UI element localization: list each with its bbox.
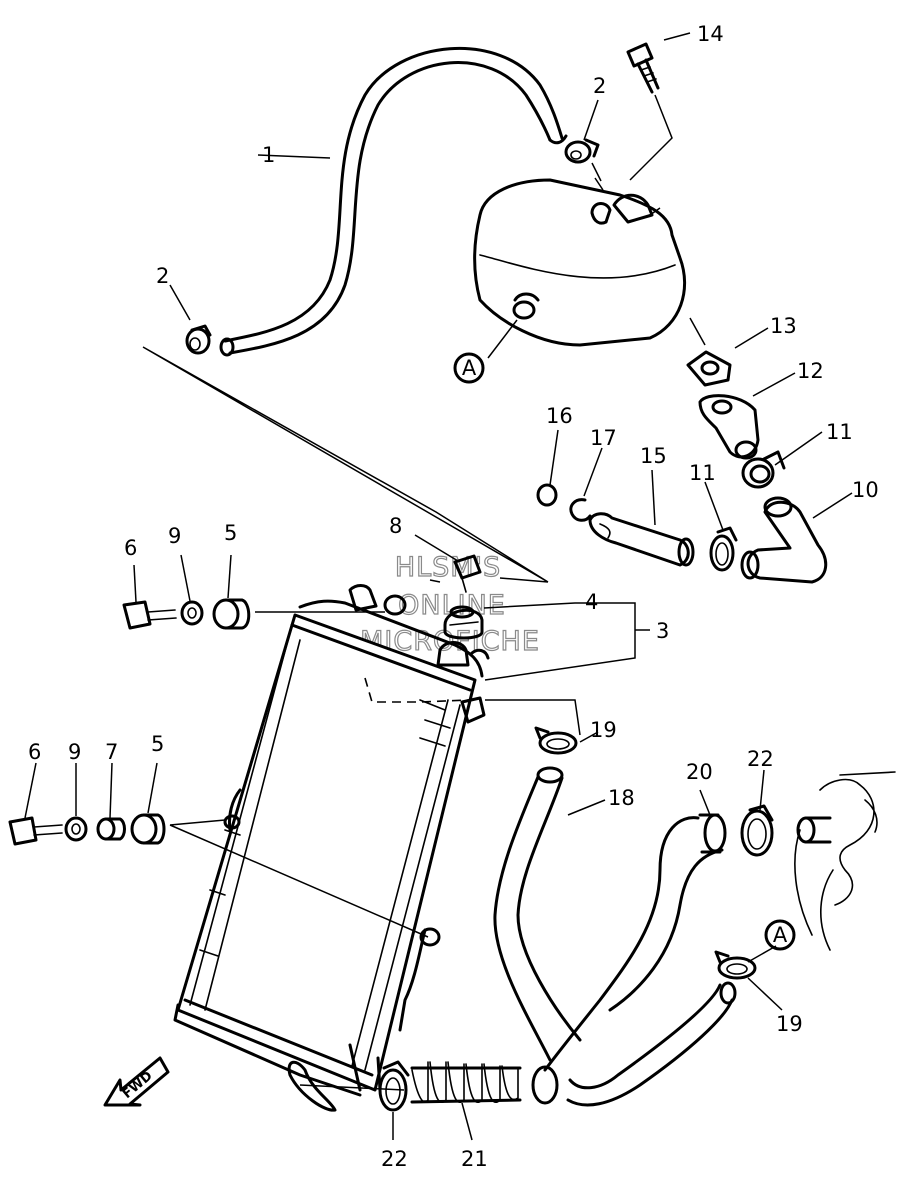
part-overflow-hose (219, 46, 568, 357)
part-flex-hose-21 (410, 1061, 522, 1104)
part-bolt-8 (453, 554, 482, 593)
callout-21: 21 (461, 1147, 488, 1171)
callout-19-upper: 19 (590, 718, 617, 742)
connector-a-tank: A (453, 352, 485, 384)
callout-9-lower: 9 (68, 740, 81, 764)
callout-15: 15 (640, 444, 667, 468)
watermark-line-2: ONLINE (398, 590, 506, 621)
callout-10: 10 (852, 478, 879, 502)
callout-11-lower: 11 (689, 461, 716, 485)
part-grommet-5-lower (130, 813, 166, 845)
leader-pipe (651, 469, 656, 526)
leader-clamp-lower (704, 481, 724, 531)
leader-o-ring (549, 429, 559, 486)
leader-bolt-to-tank (629, 94, 673, 216)
callout-9-upper: 9 (168, 524, 181, 548)
part-radiator-hose-20 (531, 813, 737, 1107)
leader-bolt-8 (414, 534, 459, 583)
callout-5-upper: 5 (224, 521, 237, 545)
callout-5-lower: 5 (151, 732, 164, 756)
part-bolt-6-upper (122, 600, 177, 630)
callout-numbers: 1 2 2 3 4 5 5 6 6 7 8 9 9 10 11 11 12 13… (28, 22, 879, 1171)
callout-7: 7 (105, 740, 118, 764)
part-elbow-hose-10 (740, 496, 828, 584)
part-radiator-cap (443, 605, 484, 640)
part-pipe-15 (588, 512, 695, 567)
part-coolant-reservoir (473, 178, 687, 347)
callout-12: 12 (797, 359, 824, 383)
callout-3: 3 (656, 619, 669, 643)
part-circlip-17 (569, 498, 592, 522)
callout-16: 16 (546, 404, 573, 428)
callout-20: 20 (686, 760, 713, 784)
part-hose-clamp-11-lower (709, 526, 738, 572)
part-washer-9-upper (180, 600, 204, 626)
leader-tank-assembly (142, 346, 549, 583)
part-hose-clip-left (185, 324, 212, 355)
forward-arrow: FWD (103, 1056, 170, 1107)
callout-8: 8 (389, 514, 402, 538)
callout-22-upper: 22 (747, 747, 774, 771)
part-engine-outlet (794, 771, 896, 951)
callout-14: 14 (697, 22, 724, 46)
dashed-bracket-line (364, 677, 471, 703)
callout-17: 17 (590, 426, 617, 450)
part-hose-clamp-22-lower (378, 1060, 410, 1112)
callout-2-left: 2 (156, 264, 169, 288)
connector-a-tank-label: A (462, 356, 477, 380)
connector-a-hose: A (764, 919, 796, 951)
callout-22-lower: 22 (381, 1147, 408, 1171)
part-radiator-hose-18 (493, 766, 582, 1062)
callout-18: 18 (608, 786, 635, 810)
part-bolt-6-lower (8, 816, 63, 846)
callout-6-lower: 6 (28, 740, 41, 764)
callout-4: 4 (585, 590, 598, 614)
part-hose-clamp-11-upper (741, 450, 786, 489)
leader-lower-mount (169, 819, 429, 938)
part-hose-clamp-22-upper (740, 804, 774, 857)
part-collar-7 (96, 817, 126, 841)
part-hose-clamp-19-lower (714, 950, 757, 980)
callout-1: 1 (262, 143, 275, 167)
callout-leaders (24, 32, 853, 1141)
leader-tank-to-gasket (689, 317, 706, 346)
leader-clip-to-tank (591, 162, 604, 191)
callout-19-lower: 19 (776, 1012, 803, 1036)
part-grommet-5-upper (212, 598, 251, 630)
part-elbow-12 (698, 394, 760, 460)
connector-a-hose-label: A (773, 923, 788, 947)
leader-circlip (583, 447, 603, 497)
callout-13: 13 (770, 314, 797, 338)
part-bolt-14 (626, 42, 660, 94)
part-gasket-13 (686, 350, 732, 387)
watermark-line-1: HLSM'S (395, 552, 501, 583)
part-radiator (173, 584, 490, 1112)
callout-2-top: 2 (593, 74, 606, 98)
part-washer-9-lower (64, 816, 88, 842)
part-o-ring-16 (536, 483, 558, 507)
part-hose-clamp-19-upper (534, 726, 578, 755)
callout-11-upper: 11 (826, 420, 853, 444)
part-hose-clip-top (564, 138, 600, 164)
callout-6-upper: 6 (124, 536, 137, 560)
